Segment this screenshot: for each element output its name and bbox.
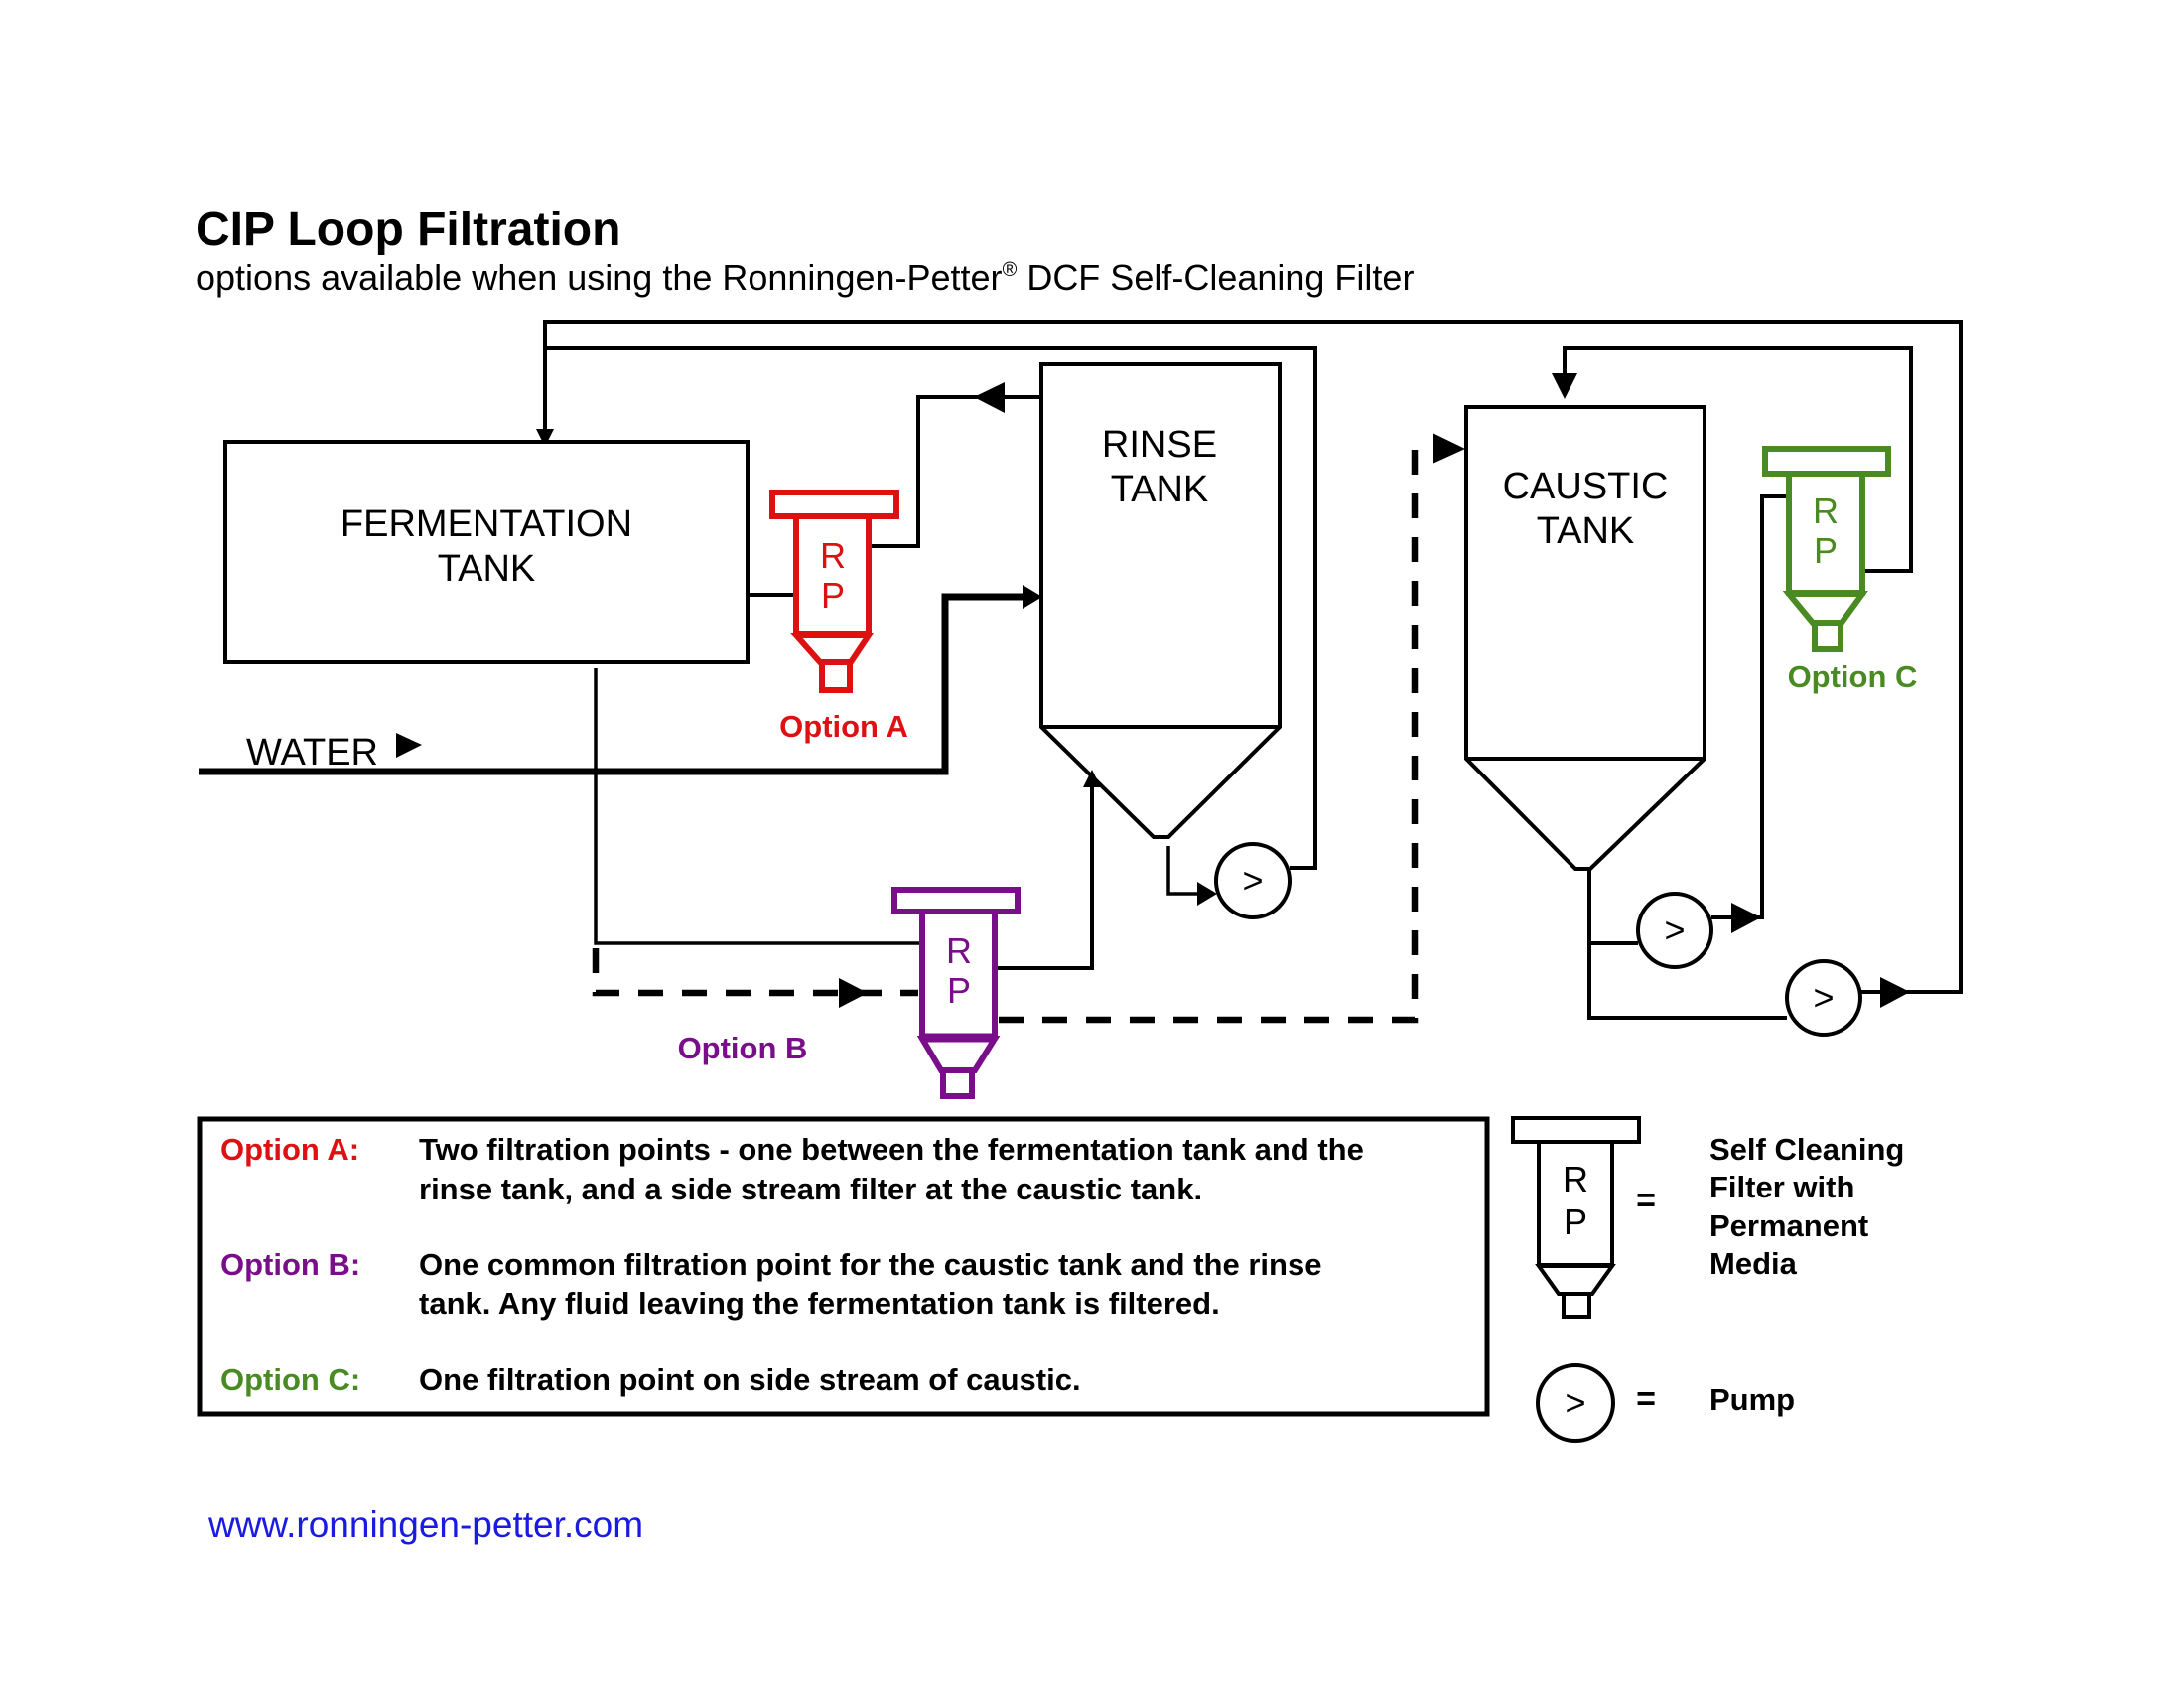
rinse-return-line [545,346,1317,868]
rinse-outlet-line [1166,846,1201,896]
pump1-to-filter-c-line [1711,494,1789,919]
filter-option-b: R P [891,887,1021,1099]
arrow-right-icon [1880,977,1910,1008]
filter-desc-1: Self Cleaning [1709,1132,1904,1167]
arrow-down-icon [1552,373,1577,399]
arrow-right-icon [839,978,868,1008]
filter-option-c: R P [1762,446,1891,652]
equals-sign: = [1636,1380,1656,1418]
legend-key-option-b: Option B: [220,1247,360,1282]
filter-letter-p: P [1814,530,1838,571]
option-c-return-line [1563,346,1913,573]
caustic-return-line [543,320,1963,992]
fermentation-tank-label-1: FERMENTATION [341,503,632,545]
filter-body [793,513,872,636]
filter-cone [1782,591,1868,626]
legend-text-option-b-2: tank. Any fluid leaving the fermentation… [419,1286,1220,1321]
filter-letter-r: R [820,535,846,576]
pump-glyph: > [1565,1382,1585,1423]
caustic-tank-label-2: TANK [1537,510,1635,552]
page-subtitle: options available when using the Ronning… [196,257,1414,298]
fermentation-outlet-line [594,668,921,945]
page-title: CIP Loop Filtration [196,204,620,256]
fermentation-tank [223,440,750,664]
legend-key-option-c: Option C: [220,1362,360,1397]
filter-a-to-rinse-line [872,395,1041,548]
legend-filter-symbol: R P [1511,1116,1641,1319]
water-arrow-icon [396,733,422,758]
legend-box [197,1116,1490,1417]
water-line [199,593,1027,775]
pump-glyph: > [1242,860,1263,901]
filter-b-to-caustic-dashed-line [999,445,1434,1024]
pump-glyph: > [1664,910,1685,950]
legend-key-option-a: Option A: [220,1132,359,1167]
filter-letter-r: R [1813,491,1839,531]
pump-desc: Pump [1709,1382,1795,1417]
legend-text-option-c-1: One filtration point on side stream of c… [419,1362,1081,1397]
filter-cap [1762,446,1891,477]
fermentation-tank-label-2: TANK [438,548,536,590]
pump-icon [1636,892,1713,969]
filter-cone [789,633,875,665]
filter-letter-p: P [1564,1201,1587,1242]
water-label: WATER [246,732,378,774]
filter-desc-2: Filter with [1709,1170,1854,1204]
pump-icon [1785,959,1862,1037]
filter-outlet [819,659,853,693]
caustic-tank-label-1: CAUSTIC [1503,466,1669,507]
filter-option-a: R P [769,490,899,693]
filter-letter-r: R [946,930,972,971]
subtitle-text: options available when using the Ronning… [196,257,1003,298]
pump-icon [1214,842,1292,919]
fermentation-dashed-line [592,948,918,997]
subtitle-text-end: DCF Self-Cleaning Filter [1017,257,1414,298]
arrow-right-icon [1023,585,1042,609]
filter-outlet [1562,1292,1591,1319]
filter-letter-p: P [821,575,845,616]
filter-outlet [1812,620,1843,652]
pump-glyph: > [1813,977,1834,1018]
filter-outlet [940,1067,975,1099]
legend-text-option-a-1: Two filtration points - one between the … [419,1132,1364,1167]
rinse-tank-label-2: TANK [1111,469,1209,510]
option-b-label: Option B [678,1031,808,1065]
filter-desc-4: Media [1709,1246,1798,1281]
arrow-right-icon [1197,882,1217,906]
filter-b-to-rinse-line [997,784,1094,970]
rinse-pump: > [1214,842,1292,919]
pump-icon [1536,1363,1615,1443]
arrow-down-icon [536,429,554,447]
legend-text-option-a-2: rinse tank, and a side stream filter at … [419,1172,1202,1206]
filter-letter-r: R [1563,1159,1588,1199]
arrow-right-icon [1731,903,1761,933]
registered-mark: ® [1003,259,1018,281]
arrow-right-icon [1433,433,1465,464]
legend-text-option-b-1: One common filtration point for the caus… [419,1247,1321,1282]
caustic-outlet-line [1587,869,1787,1020]
filter-cone [1535,1264,1616,1296]
filter-cone [916,1036,1001,1073]
filter-cap [1511,1116,1641,1144]
filter-cap [891,887,1021,914]
caustic-pump-1: > [1636,892,1713,969]
caustic-pump-2: > [1785,959,1862,1037]
filter-body [919,909,998,1040]
option-c-label: Option C [1788,659,1918,694]
legend-pump-symbol: > [1536,1363,1615,1443]
arrow-up-icon [1083,770,1101,787]
filter-cap [769,490,899,519]
website-link[interactable]: www.ronningen-petter.com [207,1504,643,1545]
option-a-label: Option A [779,709,908,744]
equals-sign: = [1636,1182,1656,1219]
filter-letter-p: P [947,970,971,1011]
arrow-left-icon [974,382,1005,413]
rinse-tank-label-1: RINSE [1102,424,1217,466]
filter-desc-3: Permanent [1709,1208,1868,1243]
